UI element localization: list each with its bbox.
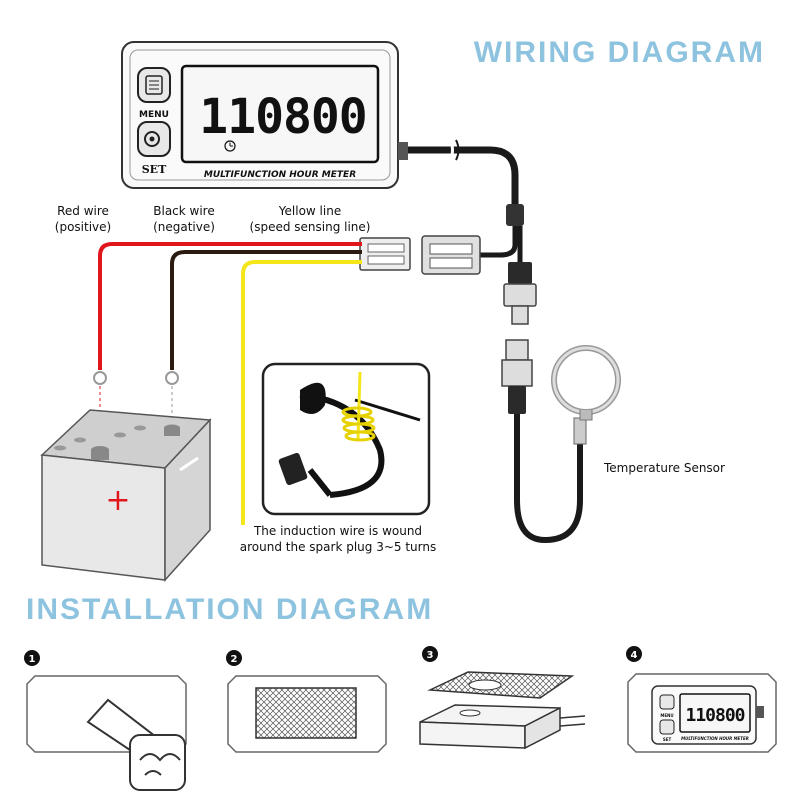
lcd-display-value: 110800 [199, 89, 366, 145]
temperature-connector-male [503, 283, 537, 307]
installation-step-1: 1 [24, 650, 187, 791]
installation-step-2: 2 [226, 650, 387, 753]
black-ring-terminal [165, 371, 179, 385]
mounted-meter-icon: MENU SET 110800 MULTIFUNCTION HOUR METER [651, 685, 764, 745]
adhesive-pad-icon [255, 687, 357, 739]
mini-menu-label: MENU [660, 713, 673, 718]
mini-lcd-display-value: 110800 [685, 705, 744, 726]
step-3-number: 3 [427, 650, 434, 661]
step-4-number: 4 [631, 650, 638, 661]
temperature-connector-female [505, 339, 529, 361]
black-wire-sublabel: (negative) [153, 220, 215, 234]
induction-note-line1: The induction wire is wound [253, 524, 422, 538]
step-2-number: 2 [231, 654, 238, 665]
gear-icon [144, 131, 160, 147]
mini-set-label: SET [663, 737, 672, 742]
lcd-screen [180, 64, 380, 164]
installation-step-3: 3 [419, 646, 586, 750]
set-label: SET [142, 163, 167, 176]
hand-wipe-icon [86, 698, 186, 791]
black-wire-label: Black wire [153, 204, 214, 218]
peel-sticker-icon [419, 671, 586, 750]
red-ring-terminal [93, 371, 107, 385]
temperature-sensor [501, 339, 621, 544]
signal-connector [359, 235, 481, 275]
temperature-sensor-label: Temperature Sensor [603, 461, 725, 475]
yellow-wire [241, 260, 362, 525]
meter-caption: MULTIFUNCTION HOUR METER [204, 170, 356, 180]
spark-plug-cap-icon [300, 382, 326, 414]
red-wire-label: Red wire [57, 204, 109, 218]
menu-icon [145, 75, 163, 95]
yellow-wire-label: Yellow line [278, 204, 341, 218]
battery-positive-symbol: + [105, 483, 130, 518]
installation-step-4: 4 MENU SET 110800 MULTIFUNCTION HOUR MET… [626, 646, 777, 753]
induction-coil-icon [341, 406, 376, 442]
yellow-wire-sublabel: (speed sensing line) [250, 220, 371, 234]
wire-bundle [93, 242, 362, 525]
step-1-number: 1 [29, 654, 36, 665]
hour-meter: MENU SET 110800 MULTIFUNCTION HOUR METER [121, 41, 408, 189]
set-button: SET [137, 121, 171, 176]
menu-button: MENU [137, 67, 171, 120]
wiring-diagram-title: WIRING DIAGRAM [474, 36, 765, 69]
battery: + [40, 409, 212, 582]
meter-cable [408, 139, 537, 325]
black-wire [170, 250, 362, 370]
red-wire-sublabel: (positive) [55, 220, 111, 234]
menu-label: MENU [139, 110, 169, 120]
clock-icon [224, 140, 236, 152]
red-wire [98, 242, 362, 370]
wire-bundle-plug [359, 237, 411, 271]
mini-meter-caption: MULTIFUNCTION HOUR METER [681, 736, 749, 741]
induction-note-line2: around the spark plug 3~5 turns [240, 540, 436, 554]
spark-plug-inset [261, 362, 431, 516]
installation-diagram-title: INSTALLATION DIAGRAM [26, 593, 433, 626]
